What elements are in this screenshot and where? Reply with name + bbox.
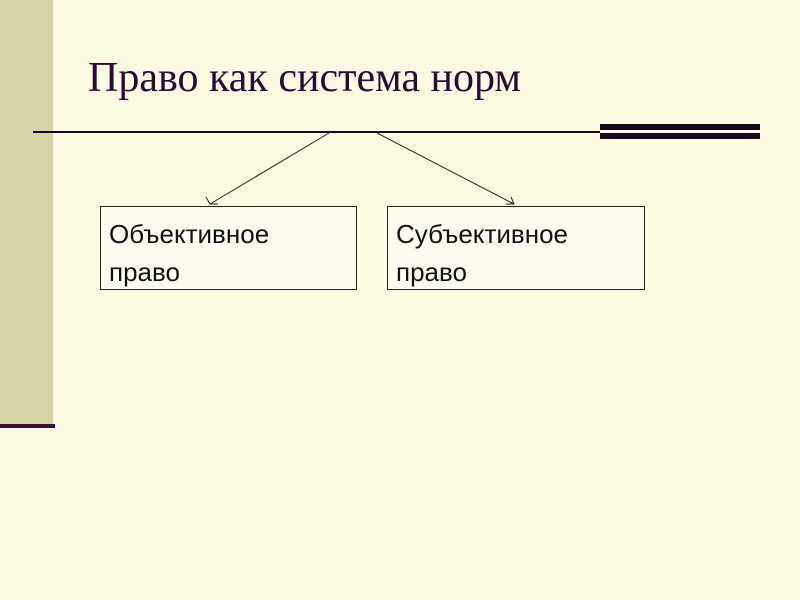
node-subjective-line1: Субъективное bbox=[396, 219, 568, 249]
left-accent-underline bbox=[0, 424, 55, 428]
arrowhead-objective bbox=[205, 196, 218, 205]
node-objective-line1: Объективное bbox=[109, 219, 270, 249]
slide-title: Право как система норм bbox=[88, 55, 521, 101]
arrowhead-subjective bbox=[506, 196, 515, 205]
arrow-to-subjective bbox=[376, 132, 515, 205]
node-objective-line2: право bbox=[109, 257, 180, 287]
node-objective-law: Объективное право bbox=[100, 206, 357, 290]
node-subjective-law: Субъективное право bbox=[387, 206, 645, 290]
node-subjective-line2: право bbox=[396, 257, 467, 287]
left-accent-bar bbox=[0, 0, 53, 426]
title-divider-accent bbox=[600, 124, 760, 139]
title-divider-line bbox=[33, 131, 760, 133]
arrow-to-objective bbox=[209, 132, 330, 205]
